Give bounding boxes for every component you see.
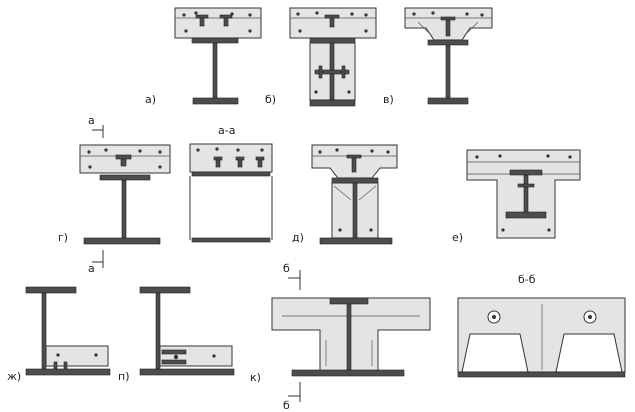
- detail-e: е): [452, 149, 581, 244]
- bottom-flange: [192, 97, 239, 105]
- label-g: г): [58, 231, 68, 244]
- label-k: к): [250, 371, 261, 384]
- label-p: п): [118, 370, 129, 383]
- section-a-top: а: [88, 114, 95, 127]
- detail-a: а): [145, 7, 262, 106]
- detail-zh: ж): [7, 286, 111, 383]
- section-a-bottom: а: [88, 262, 95, 275]
- concrete-slab: [174, 7, 262, 39]
- web: [212, 42, 218, 99]
- detail-d: д): [292, 144, 398, 245]
- section-bb: б-б: [457, 273, 626, 378]
- section-aa-title: а-а: [218, 124, 235, 137]
- top-flange: [191, 37, 239, 44]
- section-b-bottom: б: [283, 399, 290, 412]
- section-b-top: б: [283, 262, 290, 275]
- detail-v: в): [383, 7, 493, 106]
- label-e: е): [452, 231, 463, 244]
- detail-b: б): [265, 7, 377, 107]
- label-v: в): [383, 93, 394, 106]
- label-d: д): [292, 231, 304, 244]
- detail-k: б б к): [250, 262, 431, 412]
- label-zh: ж): [7, 370, 21, 383]
- detail-p: п): [118, 286, 235, 383]
- section-bb-title: б-б: [518, 273, 536, 286]
- label-a: а): [145, 93, 156, 106]
- label-b: б): [265, 93, 276, 106]
- detail-g: а а г): [58, 114, 171, 275]
- section-aa: а-а: [189, 124, 273, 243]
